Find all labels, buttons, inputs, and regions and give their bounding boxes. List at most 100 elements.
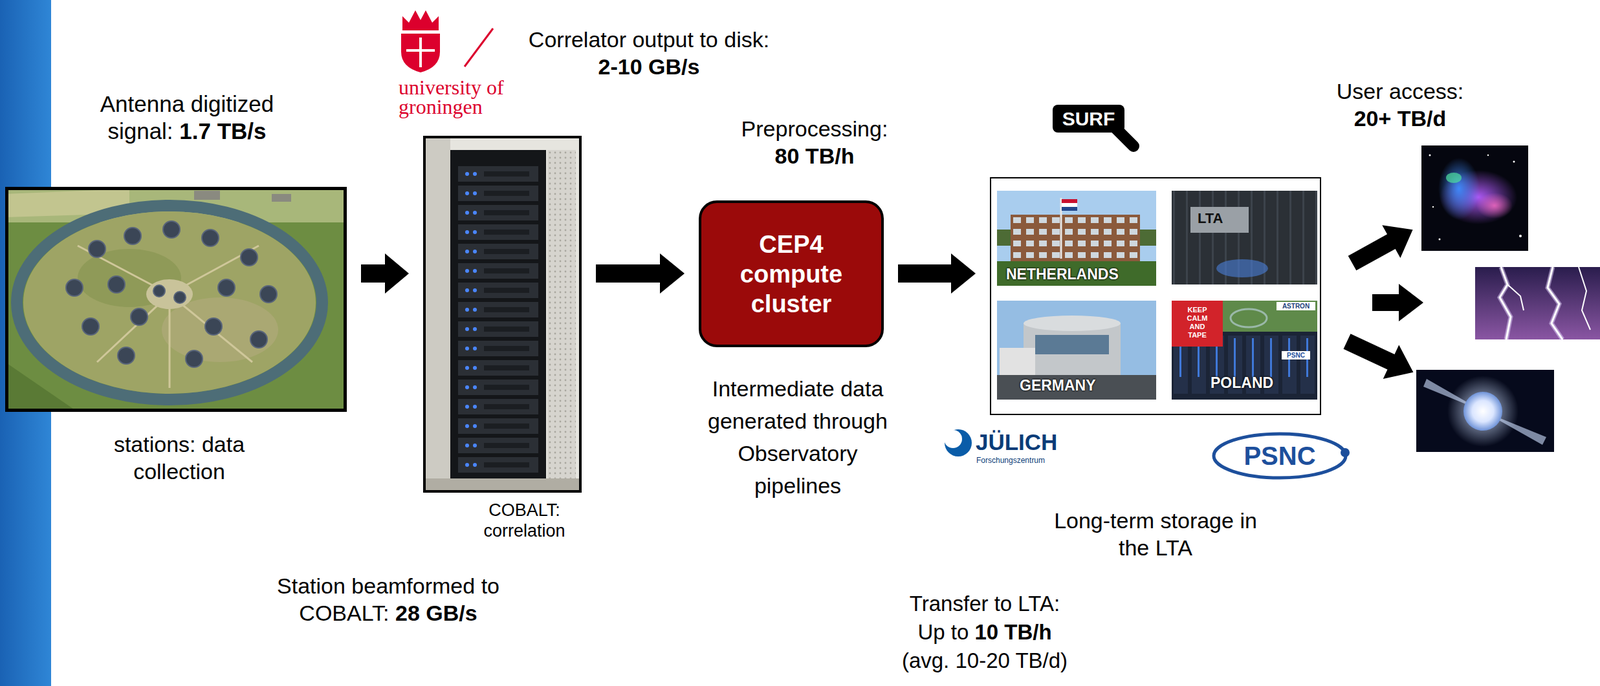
text-run: Transfer to LTA: [909, 591, 1060, 616]
text-run: COBALT: [488, 500, 561, 521]
label-slot: PSNC [1221, 441, 1338, 471]
tape-racks [1171, 190, 1318, 285]
data-rate-label: Transfer to LTA: Up to 10 TB/h (avg. 10-… [855, 590, 1115, 676]
node-text: POLAND [1210, 374, 1308, 392]
station [117, 347, 135, 365]
blue-light [1216, 259, 1269, 278]
flag-stripe [1061, 207, 1078, 211]
text-run: Preprocessing: [741, 116, 889, 142]
poland-photo: KEEP CALM AND TAPE ASTRON PSNC POLAND [1171, 300, 1318, 400]
data-rate-label: Correlator output to disk: 2-10 GB/s [480, 25, 818, 81]
netherlands-photo-illustration [997, 190, 1157, 286]
station-group [65, 221, 277, 368]
cabinet [423, 135, 582, 494]
text-run: cluster [751, 290, 833, 318]
star-dot [1429, 154, 1432, 157]
storm-sky [1475, 267, 1600, 340]
block-arrow [898, 253, 976, 294]
node-text: NETHERLANDS [1006, 265, 1152, 283]
space [1416, 370, 1555, 453]
text-run: GERMANY [1019, 377, 1096, 395]
station-photo-frame: stations: data collection [5, 186, 347, 413]
flag-stripe [1061, 203, 1078, 208]
psnc-logo-ring [1213, 434, 1346, 479]
photo-ground [5, 186, 347, 413]
text-run: ASTRON [1282, 302, 1310, 310]
sky [997, 300, 1157, 400]
lightning-bolt [1547, 267, 1563, 340]
node-text: GERMANY [1019, 377, 1150, 395]
text-run: collection [133, 459, 226, 484]
node-text: LTA [1197, 210, 1250, 228]
text-slot: ASTRON [1276, 302, 1316, 311]
text-run: 10 TB/h [974, 620, 1052, 645]
text-run: Observatory [737, 441, 858, 466]
pavement [997, 375, 1157, 400]
text-run: pipelines [754, 473, 842, 499]
station [218, 279, 235, 297]
poster [1171, 300, 1223, 347]
data-rate-label: Antenna digitized signal: 1.7 TB/s [57, 90, 317, 145]
text-run: PSNC [1243, 441, 1316, 471]
text-run: groningen [398, 95, 483, 119]
data-rate-label: Station beamformed to COBALT: 28 GB/s [226, 572, 550, 627]
galaxy-image [1421, 145, 1529, 252]
station [174, 291, 186, 304]
label-slot: SURF [1052, 104, 1125, 133]
text-run: SURF [1062, 108, 1116, 130]
neutron-star [1463, 392, 1503, 431]
label-slot: Station beamformed to COBALT: 28 GB/s [226, 572, 550, 627]
text-run: 80 TB/h [775, 143, 855, 169]
cobalt-rack-illustration [423, 135, 582, 494]
star-dot [1438, 238, 1441, 241]
germany-photo-illustration [997, 300, 1157, 400]
text-run: Station beamformed to [276, 573, 500, 599]
text-slot: PSNC [1281, 351, 1311, 360]
text-run: Long-term storage in [1053, 508, 1258, 534]
description-note: Intermediate data generated through Obse… [668, 372, 928, 503]
label-slot: Correlator output to disk: 2-10 GB/s [480, 25, 818, 81]
institution-logo-text: JÜLICH [975, 429, 1106, 456]
label-slot: User access: 20+ TB/d [1303, 77, 1498, 132]
lightning-branch [1507, 284, 1524, 311]
text-run: NETHERLANDS [1006, 265, 1119, 283]
node-text: COBALT: correlation [421, 500, 627, 542]
node-text: CEP4 compute cluster [701, 229, 882, 319]
text-run: CEP4 [758, 230, 823, 259]
station [88, 240, 106, 258]
station [260, 285, 277, 303]
logo-slash [464, 28, 494, 67]
station [108, 276, 125, 294]
station-aerial-photo [5, 186, 347, 413]
text-run: KEEP [1187, 306, 1208, 314]
cabinet-door [547, 150, 576, 484]
text-run: Antenna digitized [100, 91, 275, 117]
label-slot: university of groningen [398, 77, 580, 117]
footpath [77, 245, 259, 389]
house [194, 190, 220, 200]
text-run: PSNC [1286, 351, 1305, 360]
nebula [1446, 172, 1462, 184]
text-run: generated through [707, 408, 888, 434]
text-slot: COBALT: correlation [421, 500, 627, 542]
lightning-image [1475, 267, 1600, 340]
house [271, 194, 292, 202]
juelich-logo-cut [943, 430, 963, 449]
institution-logo-text: SURF [1052, 104, 1125, 133]
node-text: stations: data collection [0, 430, 363, 486]
star-dot [1519, 234, 1522, 238]
text-run: correlation [483, 521, 565, 541]
text-slot: LTA [1197, 210, 1250, 228]
output-arrows [1339, 213, 1424, 390]
star-dot [1513, 161, 1516, 164]
netherlands-photo: NETHERLANDS [997, 190, 1157, 286]
node-text: KEEP CALM AND TAPE [1171, 306, 1223, 340]
institution-logo-text: university of groningen [398, 77, 580, 117]
text-run: Correlator output to disk: [528, 27, 770, 52]
crown [402, 10, 439, 31]
surf-logo [1052, 104, 1125, 133]
superterp [146, 279, 193, 310]
cabinet-side [423, 135, 451, 494]
cobalt-rack-photo: COBALT: correlation [423, 135, 582, 494]
